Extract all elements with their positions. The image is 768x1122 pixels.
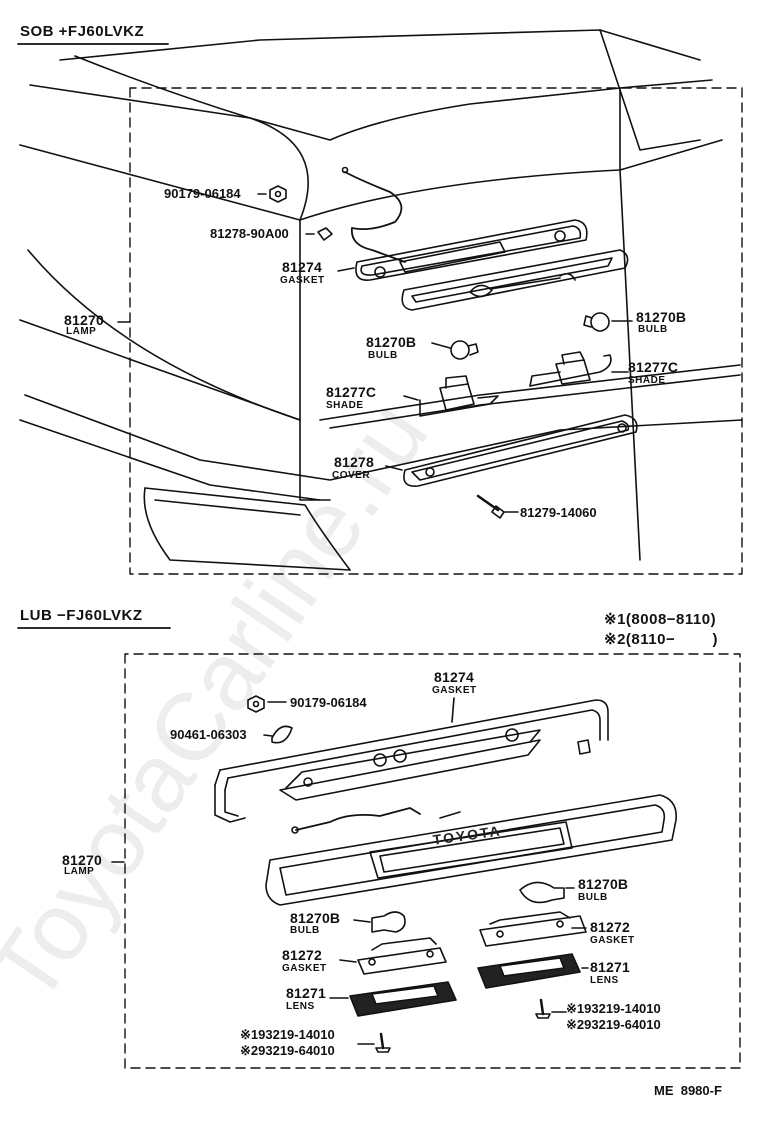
bottom-bulb-right-part-name: BULB <box>578 892 608 903</box>
top-gasket-part-number: 81274 <box>282 259 322 275</box>
top-clip-part-number: 81278-90A00 <box>210 226 289 241</box>
bottom-screw-left-part-number-1: ※193219-14010 <box>240 1027 335 1042</box>
top-bulb-right-part-name: BULB <box>638 324 668 335</box>
bottom-lamp-boundary <box>124 653 741 1069</box>
note1-range: (8008−8110) <box>625 611 717 628</box>
top-shade-right-part-name: SHADE <box>628 375 666 386</box>
top-nut-part-number: 90179-06184 <box>164 186 241 201</box>
bottom-gasket-right-part-number: 81272 <box>590 919 630 935</box>
bottom-screw-right-part-number-1: ※193219-14010 <box>566 1001 661 1016</box>
bottom-lens-left-part-number: 81271 <box>286 985 326 1001</box>
top-bulb-right-part-number: 81270B <box>636 309 687 325</box>
top-shade-right-part-number: 81277C <box>628 359 679 375</box>
bottom-bulb-left-part-name: BULB <box>290 925 320 936</box>
top-section-header: SOB +FJ60LVKZ <box>20 23 145 40</box>
top-lamp-part-name: LAMP <box>66 326 97 337</box>
bottom-gasket-part-name: GASKET <box>432 685 477 696</box>
bottom-clip-part-number: 90461-06303 <box>170 727 247 742</box>
note2-range: (8110− ) <box>625 631 719 648</box>
note2: ※2(8110− ) <box>604 632 718 647</box>
bottom-nut-part-number: 90179-06184 <box>290 695 367 710</box>
top-shade-left-part-number: 81277C <box>326 384 377 400</box>
bottom-lens-right-part-number: 81271 <box>590 959 630 975</box>
top-bulb-left-part-name: BULB <box>368 350 398 361</box>
bottom-screw-left-part-number-2: ※293219-64010 <box>240 1043 335 1058</box>
bottom-bulb-right-part-number: 81270B <box>578 876 629 892</box>
bottom-gasket-left-part-number: 81272 <box>282 947 322 963</box>
bottom-screw-right-part-number-2: ※293219-64010 <box>566 1017 661 1032</box>
bottom-gasket-right-part-name: GASKET <box>590 935 635 946</box>
top-gasket-part-name: GASKET <box>280 275 325 286</box>
bottom-lens-left-part-name: LENS <box>286 1001 315 1012</box>
top-bulb-left-part-number: 81270B <box>366 334 417 350</box>
note1: ※1(8008−8110) <box>604 612 716 627</box>
bottom-gasket-left-part-name: GASKET <box>282 963 327 974</box>
top-lamp-part-number: 81270 <box>64 312 104 328</box>
bottom-lamp-part-name: LAMP <box>64 866 95 877</box>
bottom-lamp-part-number: 81270 <box>62 852 102 868</box>
bottom-lens-right-part-name: LENS <box>590 975 619 986</box>
top-shade-left-part-name: SHADE <box>326 400 364 411</box>
top-cover-part-number: 81278 <box>334 454 374 470</box>
footer-diagram-code: ME 8980-F <box>654 1083 722 1098</box>
note2-mark: ※2 <box>604 631 626 648</box>
note1-mark: ※1 <box>604 611 626 628</box>
bottom-section-header: LUB −FJ60LVKZ <box>20 607 143 624</box>
bottom-gasket-part-number: 81274 <box>434 669 474 685</box>
top-cover-part-name: COVER <box>332 470 371 481</box>
top-lamp-boundary <box>129 87 743 575</box>
bottom-bulb-left-part-number: 81270B <box>290 910 341 926</box>
top-screw-part-number: 81279-14060 <box>520 505 597 520</box>
